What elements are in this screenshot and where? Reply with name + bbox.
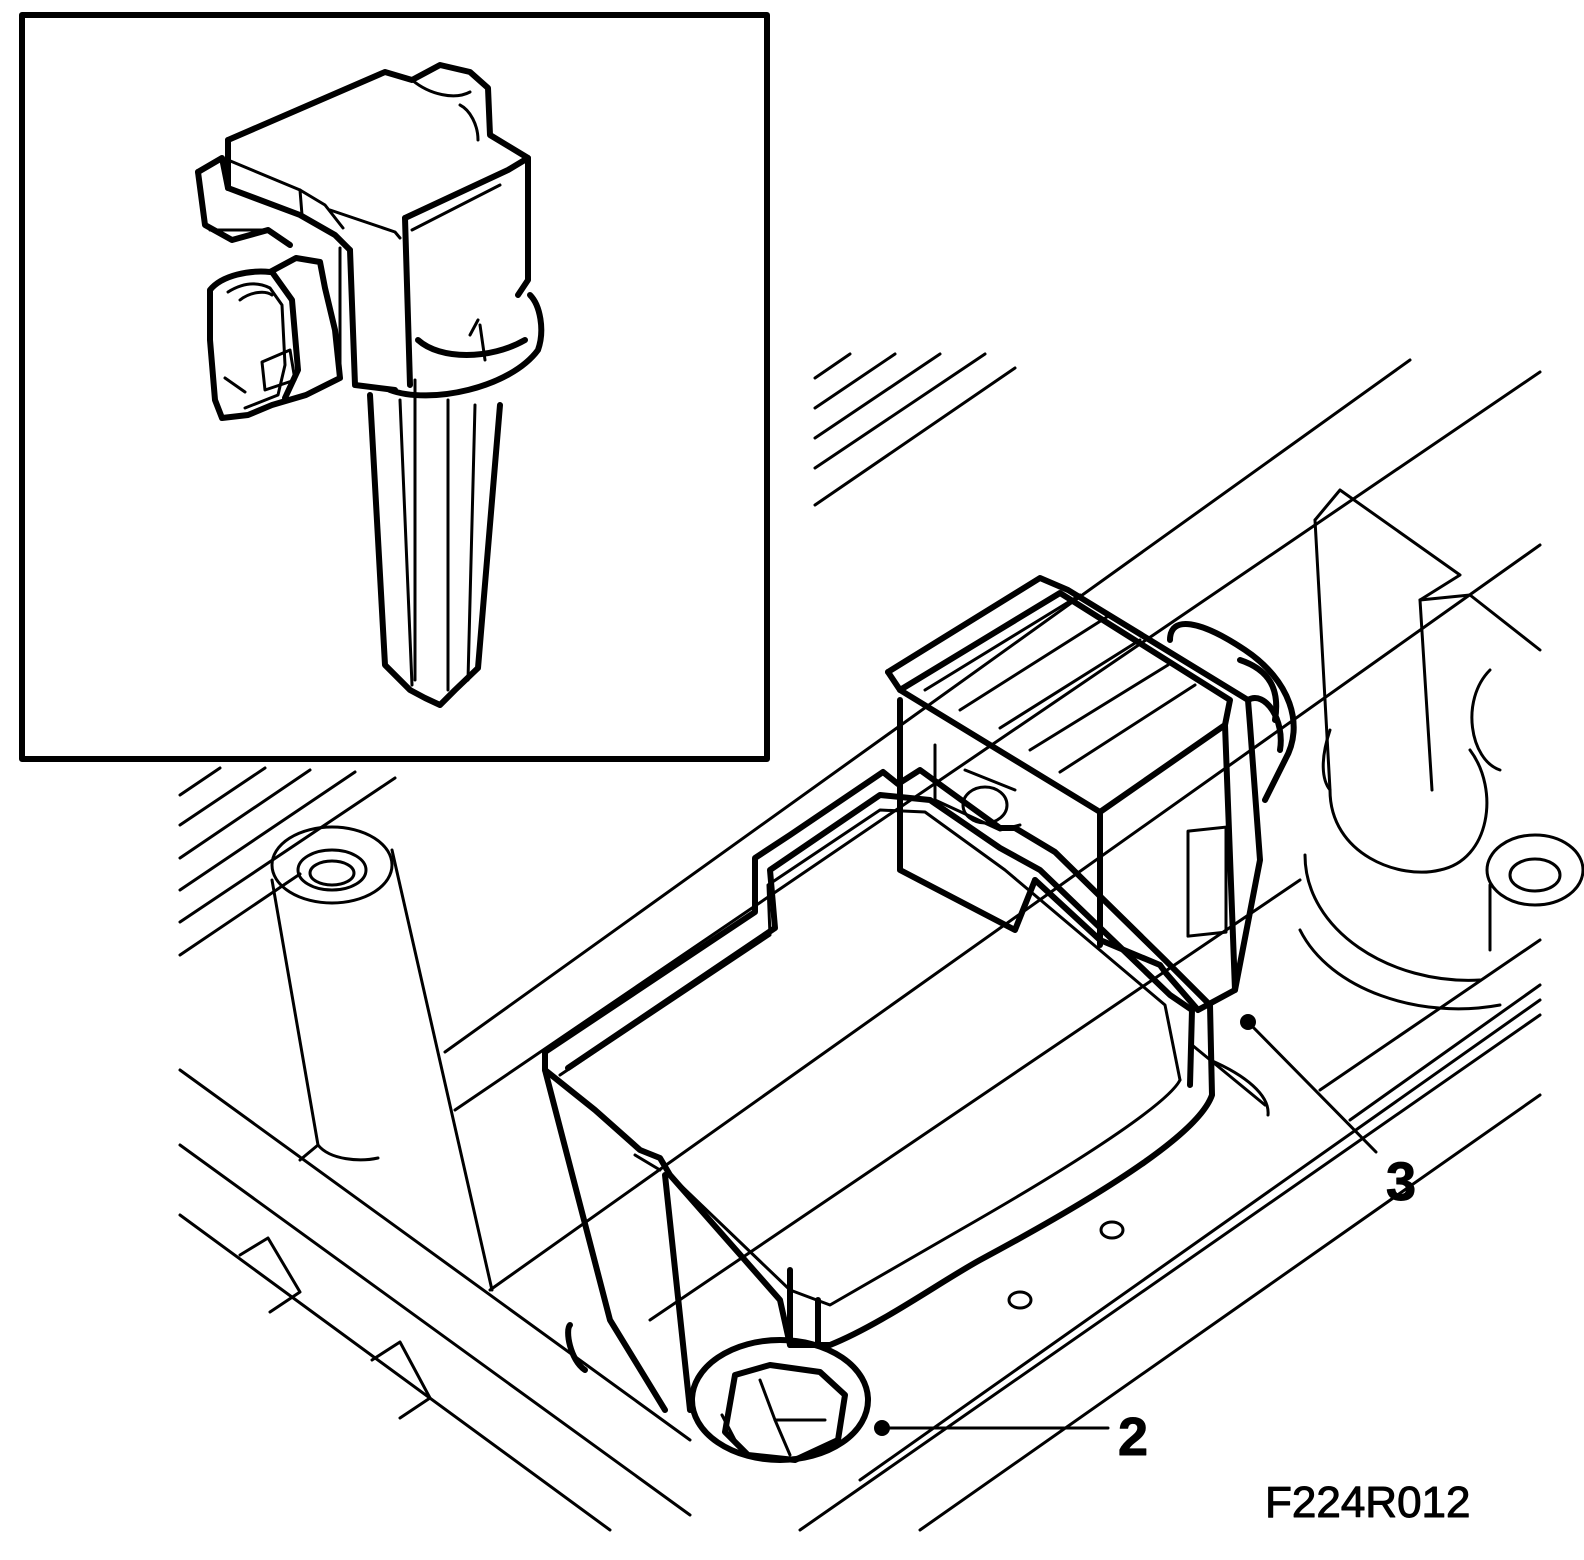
- installed-coil-body: [542, 767, 1215, 1413]
- inset-coil-head: [195, 62, 545, 708]
- adjacent-coil: [1298, 488, 1584, 1011]
- coil-connector: [885, 575, 1297, 1013]
- cam-cover-edges: [178, 358, 1542, 1532]
- mounting-bolt-details: [720, 1378, 827, 1457]
- engine-scene: [178, 352, 1584, 1532]
- callout-2-number: 2: [1118, 1407, 1148, 1467]
- mounting-bolt: [689, 1337, 871, 1463]
- figure-code: F224R012: [1265, 1478, 1470, 1527]
- hatch-marks-upper: [813, 352, 1017, 507]
- callout-3-leader: [1246, 1020, 1378, 1154]
- inset-coil: [195, 62, 545, 708]
- installed-coil-inner: [558, 808, 1270, 1310]
- threaded-boss: [270, 825, 494, 1292]
- cover-notches: [238, 1236, 432, 1420]
- callout-3-number: 3: [1386, 1152, 1416, 1212]
- hatch-marks-left: [178, 766, 397, 957]
- inset-coil-details: [208, 78, 502, 692]
- coil-connector-details: [923, 593, 1228, 938]
- callout-leaders: [874, 1014, 1378, 1436]
